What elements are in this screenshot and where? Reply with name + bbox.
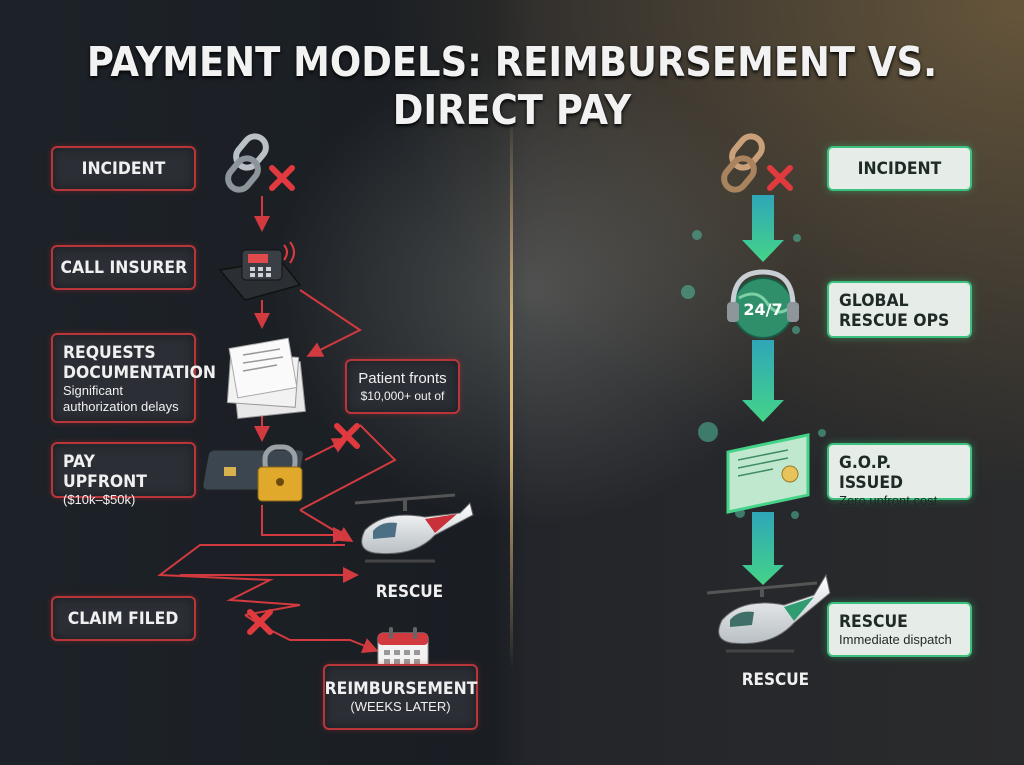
right-incident-box: INCIDENT <box>827 146 972 191</box>
reimbursement-title: REIMBURSEMENT <box>324 679 477 699</box>
credit-card-lock-icon <box>202 444 304 502</box>
call-insurer-box: CALL INSURER <box>51 245 196 290</box>
pay-upfront-box: PAY UPFRONT ($10k–$50k) <box>51 442 196 507</box>
page-title: PAYMENT MODELS: REIMBURSEMENT VS. DIRECT… <box>86 38 938 134</box>
pay-upfront-note: ($10k–$50k) <box>63 492 136 507</box>
right-flow-arrows <box>742 195 784 585</box>
headset-label: 24/7 <box>743 300 782 319</box>
center-divider <box>510 110 513 670</box>
helicopter-icon <box>354 493 474 563</box>
gop-issued-box: G.O.P. ISSUED Zero upfront cost <box>827 443 972 508</box>
patient-fronts-line2: $10,000+ out of <box>360 388 445 403</box>
right-rescue-box-title: RESCUE <box>839 612 908 632</box>
global-rescue-line2: RESCUE OPS <box>839 311 950 331</box>
phone-icon <box>218 241 302 301</box>
global-rescue-line1: GLOBAL <box>839 291 909 311</box>
reimbursement-note: (WEEKS LATER) <box>350 699 451 714</box>
left-x-marks <box>247 165 360 635</box>
claim-filed-box: CLAIM FILED <box>51 596 196 641</box>
left-rescue-label: RESCUE <box>375 582 444 602</box>
requests-documentation-note: Significant authorization delays <box>63 383 179 414</box>
left-incident-label: INCIDENT <box>81 158 166 179</box>
global-rescue-ops-box: GLOBAL RESCUE OPS <box>827 281 972 338</box>
helicopter-icon <box>706 573 831 653</box>
pay-upfront-title: PAY UPFRONT <box>63 452 147 492</box>
requests-documentation-title: REQUESTS DOCUMENTATION <box>63 343 217 383</box>
gop-issued-title: G.O.P. ISSUED <box>839 453 904 493</box>
reimbursement-box: REIMBURSEMENT (WEEKS LATER) <box>323 664 478 730</box>
right-x-mark <box>767 165 793 191</box>
left-incident-box: INCIDENT <box>51 146 196 191</box>
certificate-icon <box>726 433 810 514</box>
right-rescue-box-note: Immediate dispatch <box>839 632 952 647</box>
call-insurer-label: CALL INSURER <box>60 257 187 278</box>
patient-fronts-line1: Patient fronts <box>358 369 447 387</box>
broken-chain-icon <box>225 133 269 193</box>
right-rescue-label: RESCUE <box>741 670 810 690</box>
broken-chain-icon <box>721 133 765 193</box>
right-rescue-box: RESCUE Immediate dispatch <box>827 602 972 657</box>
gop-issued-note: Zero upfront cost <box>839 493 938 508</box>
patient-fronts-box: Patient fronts $10,000+ out of <box>345 359 460 414</box>
headset-globe-icon: 24/7 <box>727 269 799 339</box>
claim-filed-label: CLAIM FILED <box>68 608 179 629</box>
right-incident-label: INCIDENT <box>857 158 942 179</box>
documents-icon <box>226 337 306 419</box>
requests-documentation-box: REQUESTS DOCUMENTATION Significant autho… <box>51 333 217 423</box>
decor-bubbles <box>681 230 826 519</box>
